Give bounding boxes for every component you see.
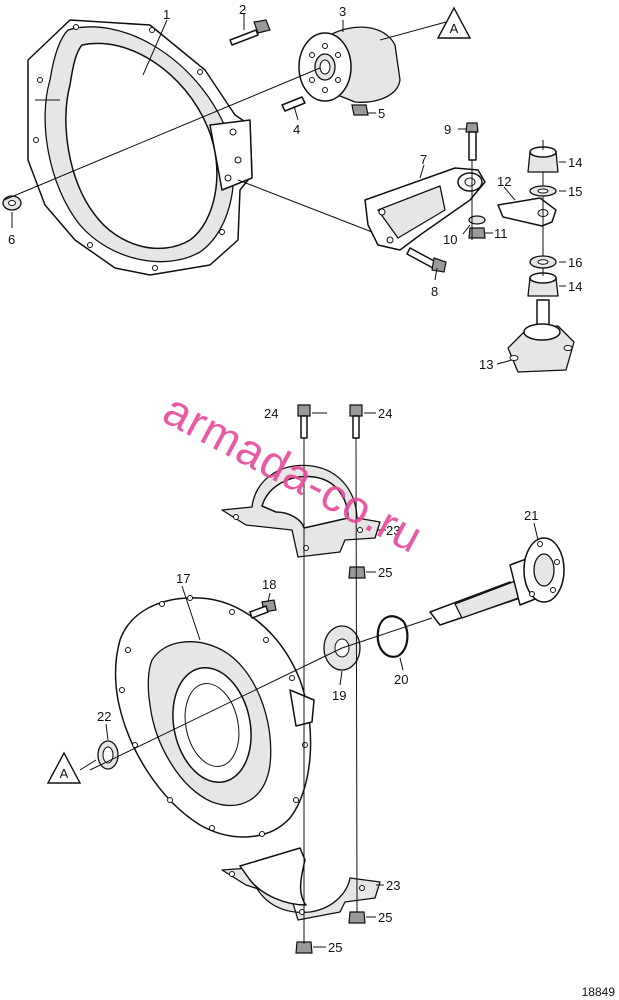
nut-25-lower-right [348, 911, 366, 924]
callout-11: 11 [494, 226, 508, 241]
callout-5: 5 [378, 106, 385, 121]
bolt-24-left [297, 404, 311, 439]
rubber-damper [298, 26, 401, 103]
callout-17: 17 [176, 571, 190, 586]
flywheel-housing-cover [114, 595, 315, 838]
washer-15 [529, 185, 557, 197]
bolt-24-right [349, 404, 363, 439]
figure-number: 18849 [582, 985, 616, 999]
callout-18: 18 [262, 577, 276, 592]
callout-10: 10 [443, 232, 457, 247]
callout-19: 19 [332, 688, 346, 703]
stud-4 [281, 96, 306, 112]
nut-11 [468, 227, 486, 239]
callout-23-upper: 23 [386, 523, 400, 538]
reference-marker-label: A [450, 21, 459, 36]
nut-25-lower-left [295, 941, 313, 954]
callout-12: 12 [497, 174, 511, 189]
drive-shaft-flange [429, 537, 565, 626]
callout-25-upper: 25 [378, 565, 392, 580]
bolt-2 [229, 19, 271, 46]
callout-20: 20 [394, 672, 408, 687]
callout-3: 3 [339, 4, 346, 19]
callout-25-lower-right: 25 [378, 910, 392, 925]
callout-15: 15 [568, 184, 582, 199]
callout-21: 21 [524, 508, 538, 523]
ring-22 [97, 740, 119, 770]
reference-marker-a-top: A [436, 6, 472, 39]
circlip [376, 615, 409, 658]
bolt-9 [465, 122, 479, 161]
callout-23-lower: 23 [386, 878, 400, 893]
clamp-lower [221, 847, 381, 921]
callout-7: 7 [420, 152, 427, 167]
callout-6: 6 [8, 232, 15, 247]
engine-mounting-bracket [364, 167, 486, 251]
callout-2: 2 [239, 2, 246, 17]
nut-25-upper [348, 566, 366, 579]
callout-labels: 1 2 3 4 5 6 7 8 9 10 11 12 13 14 15 16 1… [8, 2, 582, 955]
flywheel-housing [27, 19, 253, 276]
callout-24-right: 24 [378, 406, 392, 421]
callout-9: 9 [444, 122, 451, 137]
nut-14-lower [527, 272, 559, 297]
bolt-18 [249, 599, 277, 619]
rubber-mount [507, 299, 575, 373]
callout-24-left: 24 [264, 406, 278, 421]
washer-16 [529, 255, 557, 269]
callout-8: 8 [431, 284, 438, 299]
reference-marker-a-bottom: A [46, 751, 82, 784]
reference-marker-label: A [60, 766, 69, 781]
callout-14-upper: 14 [568, 155, 582, 170]
washer-10 [468, 215, 486, 225]
washer-6 [2, 195, 22, 211]
bolt-8 [406, 247, 447, 273]
callout-4: 4 [293, 122, 300, 137]
link-arm [497, 197, 557, 227]
callout-16: 16 [568, 255, 582, 270]
clamp-upper [221, 464, 381, 558]
upper-leader-lines [3, 14, 566, 365]
callout-25-lower-left: 25 [328, 940, 342, 955]
lower-leader-lines [79, 412, 539, 948]
callout-1: 1 [163, 7, 170, 22]
nut-5 [351, 104, 369, 116]
nut-14-upper [527, 146, 559, 173]
callout-13: 13 [479, 357, 493, 372]
callout-22: 22 [97, 709, 111, 724]
callout-14-lower: 14 [568, 279, 582, 294]
